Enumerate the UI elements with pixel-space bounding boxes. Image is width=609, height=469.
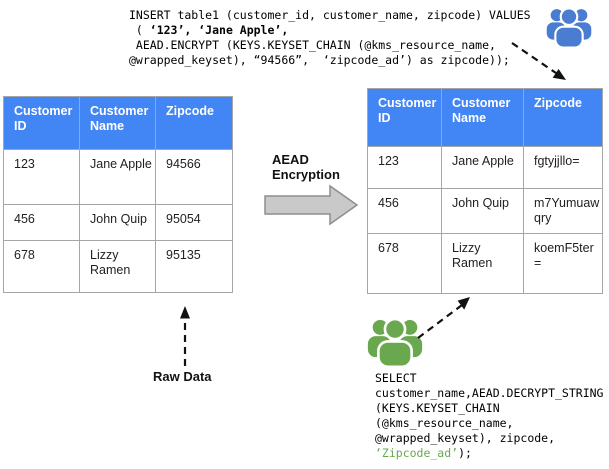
- select-flow-arrow: [417, 297, 470, 339]
- table-cell: fgtyjjllo=: [523, 146, 603, 189]
- code-line: customer_name,AEAD.DECRYPT_STRING: [375, 386, 604, 400]
- table-cell: koemF5ter=: [523, 233, 603, 294]
- table-cell: 95054: [155, 204, 233, 241]
- column-header: Customer Name: [79, 96, 156, 150]
- code-line: @wrapped_keyset), “94566”, ‘zipcode_ad’)…: [129, 53, 510, 67]
- encryption-block-arrow: [264, 184, 359, 226]
- header-row: Customer ID Customer Name Zipcode: [367, 88, 603, 147]
- column-header: Customer ID: [367, 88, 442, 147]
- code-line: ( ‘123’, ‘Jane Apple’,: [129, 23, 289, 37]
- blue-users-group-icon: [546, 7, 592, 48]
- raw-data-table: Customer ID Customer Name Zipcode 123 Ja…: [3, 96, 233, 293]
- column-header: Customer ID: [3, 96, 80, 150]
- code-line: INSERT table1 (customer_id, customer_nam…: [129, 8, 531, 22]
- table-row: 456 John Quip 95054: [3, 204, 233, 241]
- column-header: Zipcode: [155, 96, 233, 150]
- bold-values: ‘123’, ‘Jane Apple’,: [149, 23, 289, 37]
- encryption-step-label: AEAD Encryption: [272, 152, 340, 182]
- code-line: SELECT: [375, 371, 417, 385]
- table-cell: 94566: [155, 149, 233, 205]
- raw-data-label: Raw Data: [153, 369, 212, 384]
- table-cell: 123: [3, 149, 80, 205]
- table-cell: John Quip: [79, 204, 156, 241]
- column-header: Customer Name: [441, 88, 524, 147]
- raw-data-arrow: [180, 306, 190, 366]
- header-row: Customer ID Customer Name Zipcode: [3, 96, 233, 150]
- encrypted-data-table: Customer ID Customer Name Zipcode 123 Ja…: [367, 88, 603, 294]
- code-line: ‘Zipcode_ad’);: [375, 446, 472, 460]
- table-cell: Lizzy Ramen: [441, 233, 524, 294]
- table-row: 456 John Quip m7Yumuawqry: [367, 188, 603, 234]
- code-line: (@kms_resource_name,: [375, 416, 514, 430]
- table-cell: m7Yumuawqry: [523, 188, 603, 234]
- table-cell: 123: [367, 146, 442, 189]
- insert-query-code: INSERT table1 (customer_id, customer_nam…: [129, 8, 531, 68]
- table-row: 678 Lizzy Ramen 95135: [3, 240, 233, 293]
- table-cell: Jane Apple: [441, 146, 524, 189]
- column-header: Zipcode: [523, 88, 603, 147]
- table-cell: 678: [3, 240, 80, 293]
- code-line: (KEYS.KEYSET_CHAIN: [375, 401, 500, 415]
- green-ad-literal: ‘Zipcode_ad’: [375, 446, 459, 460]
- table-row: 678 Lizzy Ramen koemF5ter=: [367, 233, 603, 294]
- select-query-code: SELECT customer_name,AEAD.DECRYPT_STRING…: [375, 371, 603, 461]
- table-cell: Jane Apple: [79, 149, 156, 205]
- table-cell: 456: [3, 204, 80, 241]
- table-cell: 678: [367, 233, 442, 294]
- table-row: 123 Jane Apple fgtyjjllo=: [367, 146, 603, 189]
- code-line: @wrapped_keyset), zipcode,: [375, 431, 556, 445]
- table-cell: 95135: [155, 240, 233, 293]
- table-cell: 456: [367, 188, 442, 234]
- table-cell: Lizzy Ramen: [79, 240, 156, 293]
- table-row: 123 Jane Apple 94566: [3, 149, 233, 205]
- green-users-group-icon: [367, 317, 423, 367]
- table-cell: John Quip: [441, 188, 524, 234]
- code-line: AEAD.ENCRYPT (KEYS.KEYSET_CHAIN (@kms_re…: [129, 38, 496, 52]
